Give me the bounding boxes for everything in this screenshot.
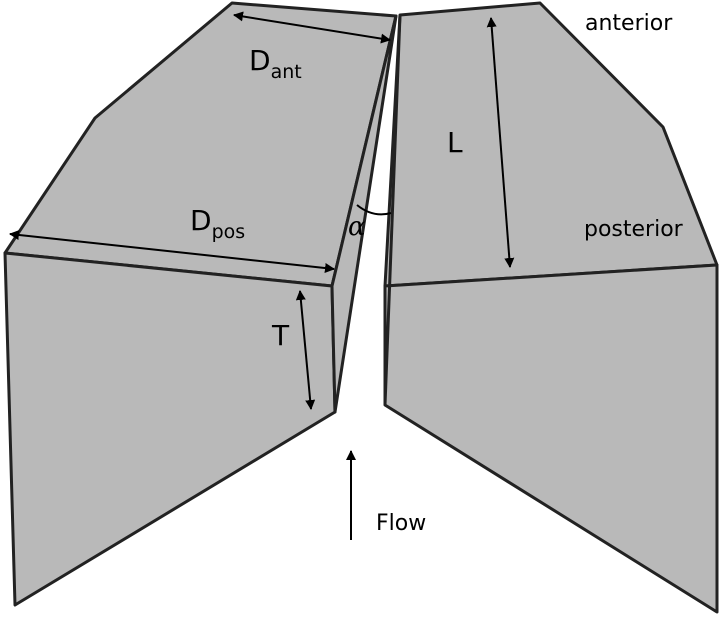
t-arrow: [295, 290, 316, 410]
d-pos-arrow: [9, 229, 335, 274]
right-leaflet: [383, 1, 719, 614]
flow-label: Flow: [376, 511, 426, 536]
d-ant-label: Dant: [249, 44, 302, 83]
d-pos-label-main: D: [190, 204, 212, 237]
left-leaflet: [3, 1, 398, 607]
d-pos-label-sub: pos: [212, 221, 246, 243]
l-arrow: [486, 17, 515, 268]
l-label: L: [447, 126, 463, 159]
alpha-label: α: [348, 212, 366, 242]
right-leaflet-inner-edge: [383, 14, 402, 406]
left-leaflet-outer-wall: [3, 251, 337, 607]
right-leaflet-top-face: [383, 1, 719, 288]
d-ant-arrow: [233, 11, 391, 44]
left-leaflet-top-face: [3, 1, 398, 288]
d-pos-label: Dpos: [190, 204, 245, 243]
right-leaflet-outer-wall: [383, 263, 719, 614]
d-ant-label-sub: ant: [271, 61, 302, 83]
alpha-angle-arc: [356, 204, 392, 216]
anterior-label: anterior: [585, 11, 673, 36]
left-leaflet-inner-face: [330, 14, 398, 414]
posterior-label: posterior: [584, 217, 684, 242]
t-label: T: [271, 319, 290, 352]
d-ant-label-main: D: [249, 44, 271, 77]
